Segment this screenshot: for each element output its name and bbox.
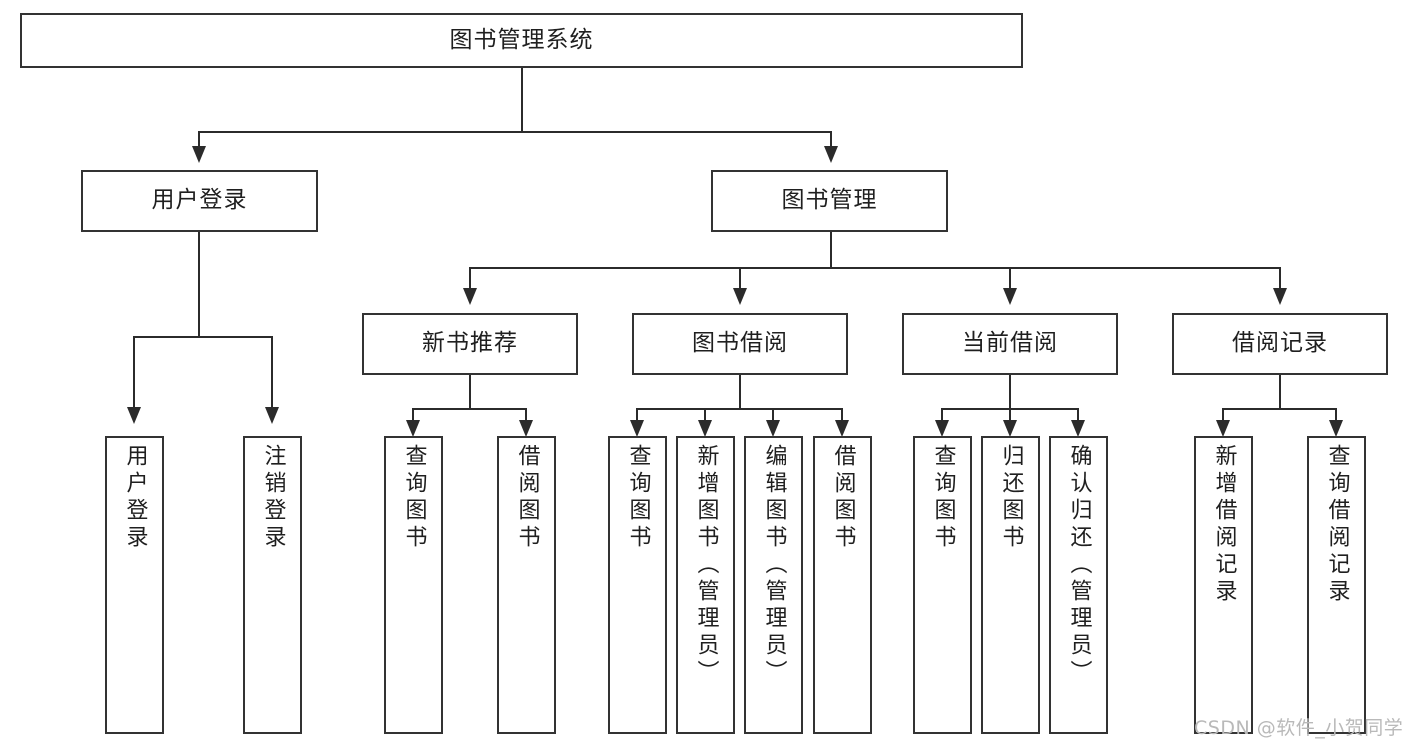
node-label: 当前借阅 [962, 330, 1058, 357]
node-label: 归还图书 [998, 444, 1024, 552]
leaf-book-borrow-query-book[interactable]: 查询图书 [608, 436, 667, 734]
node-book-borrow[interactable]: 图书借阅 [632, 313, 848, 375]
arrow-current-borrow-leaf-1 [935, 420, 949, 437]
arrow-borrow-records-leaf-1 [1216, 420, 1230, 437]
leaf-borrow-records-query-record[interactable]: 查询借阅记录 [1307, 436, 1366, 734]
leaf-borrow-records-add-record[interactable]: 新增借阅记录 [1194, 436, 1253, 734]
arrow-book-borrow-leaf-3 [766, 420, 780, 437]
node-user-login[interactable]: 用户登录 [81, 170, 318, 232]
arrow-book-borrow-leaf-1 [630, 420, 644, 437]
arrow-user-login-leaf-2 [265, 407, 279, 424]
watermark-csdn: CSDN @软件_小贺同学 [1194, 717, 1404, 739]
arrow-to-user-login [192, 146, 206, 163]
connector-to-user-login [198, 131, 200, 147]
connector-current-borrow-leaf-3 [1077, 408, 1079, 424]
connector-new-book-leaf-2 [525, 408, 527, 424]
arrow-to-borrow-records [1273, 288, 1287, 305]
arrow-new-book-leaf-1 [406, 420, 420, 437]
leaf-logout[interactable]: 注销登录 [243, 436, 302, 734]
node-label: 查询借阅记录 [1324, 444, 1350, 606]
node-label: 确认归还（管理员） [1066, 444, 1092, 687]
node-label: 查询图书 [625, 444, 651, 552]
node-label: 用户登录 [151, 187, 248, 214]
connector-new-book-leaf-1 [412, 408, 414, 424]
arrow-book-borrow-leaf-2 [698, 420, 712, 437]
connector-borrow-records-leaf-2 [1335, 408, 1337, 424]
connector-to-book-management [830, 131, 832, 147]
arrow-to-current-borrow [1003, 288, 1017, 305]
node-borrow-records[interactable]: 借阅记录 [1172, 313, 1388, 375]
node-label: 新增借阅记录 [1211, 444, 1237, 606]
node-label: 图书管理系统 [449, 26, 594, 53]
arrow-borrow-records-leaf-2 [1329, 420, 1343, 437]
connector-new-book-bus [412, 408, 527, 410]
leaf-current-borrow-return-book[interactable]: 归还图书 [981, 436, 1040, 734]
connector-to-borrow-records [1279, 267, 1281, 289]
connector-book-borrow-leaf-3 [772, 408, 774, 424]
arrow-to-new-book [463, 288, 477, 305]
connector-new-book-stem [469, 375, 471, 409]
leaf-book-borrow-add-book[interactable]: 新增图书（管理员） [676, 436, 735, 734]
connector-user-login-bus [133, 336, 272, 338]
arrow-current-borrow-leaf-2 [1003, 420, 1017, 437]
arrow-to-book-management [824, 146, 838, 163]
connector-book-borrow-bus [636, 408, 843, 410]
leaf-current-borrow-query-book[interactable]: 查询图书 [913, 436, 972, 734]
connector-book-management-stem [830, 232, 832, 268]
arrow-to-book-borrow [733, 288, 747, 305]
leaf-book-borrow-borrow-book[interactable]: 借阅图书 [813, 436, 872, 734]
connector-level3-bus [469, 267, 1281, 269]
connector-borrow-records-stem [1279, 375, 1281, 409]
leaf-user-login[interactable]: 用户登录 [105, 436, 164, 734]
connector-user-login-leaf-2 [271, 336, 273, 408]
node-label: 新书推荐 [422, 330, 518, 357]
leaf-current-borrow-confirm-return[interactable]: 确认归还（管理员） [1049, 436, 1108, 734]
connector-level2-bus [198, 131, 832, 133]
connector-book-borrow-leaf-1 [636, 408, 638, 424]
node-label: 图书管理 [781, 187, 878, 214]
arrow-user-login-leaf-1 [127, 407, 141, 424]
node-label: 借阅图书 [830, 444, 856, 552]
connector-to-new-book [469, 267, 471, 289]
connector-current-borrow-stem [1009, 375, 1011, 409]
arrow-current-borrow-leaf-3 [1071, 420, 1085, 437]
connector-to-book-borrow [739, 267, 741, 289]
connector-book-borrow-stem [739, 375, 741, 409]
node-root-book-management-system[interactable]: 图书管理系统 [20, 13, 1023, 68]
connector-book-borrow-leaf-4 [841, 408, 843, 424]
node-current-borrow[interactable]: 当前借阅 [902, 313, 1118, 375]
node-label: 注销登录 [260, 444, 286, 552]
arrow-book-borrow-leaf-4 [835, 420, 849, 437]
node-label: 借阅图书 [514, 444, 540, 552]
node-new-book-recommend[interactable]: 新书推荐 [362, 313, 578, 375]
node-label: 查询图书 [930, 444, 956, 552]
connector-current-borrow-leaf-1 [941, 408, 943, 424]
node-label: 用户登录 [122, 444, 148, 552]
connector-user-login-leaf-1 [133, 336, 135, 408]
connector-root-stem [521, 68, 523, 132]
leaf-book-borrow-edit-book[interactable]: 编辑图书（管理员） [744, 436, 803, 734]
connector-book-borrow-leaf-2 [704, 408, 706, 424]
node-label: 编辑图书（管理员） [761, 444, 787, 687]
connector-borrow-records-leaf-1 [1222, 408, 1224, 424]
connector-current-borrow-leaf-2 [1009, 408, 1011, 424]
node-label: 新增图书（管理员） [693, 444, 719, 687]
node-label: 图书借阅 [692, 330, 788, 357]
node-label: 借阅记录 [1232, 330, 1328, 357]
node-book-management[interactable]: 图书管理 [711, 170, 948, 232]
leaf-new-book-query-book[interactable]: 查询图书 [384, 436, 443, 734]
connector-user-login-stem [198, 232, 200, 337]
node-label: 查询图书 [401, 444, 427, 552]
connector-borrow-records-bus [1222, 408, 1337, 410]
connector-to-current-borrow [1009, 267, 1011, 289]
arrow-new-book-leaf-2 [519, 420, 533, 437]
leaf-new-book-borrow-book[interactable]: 借阅图书 [497, 436, 556, 734]
